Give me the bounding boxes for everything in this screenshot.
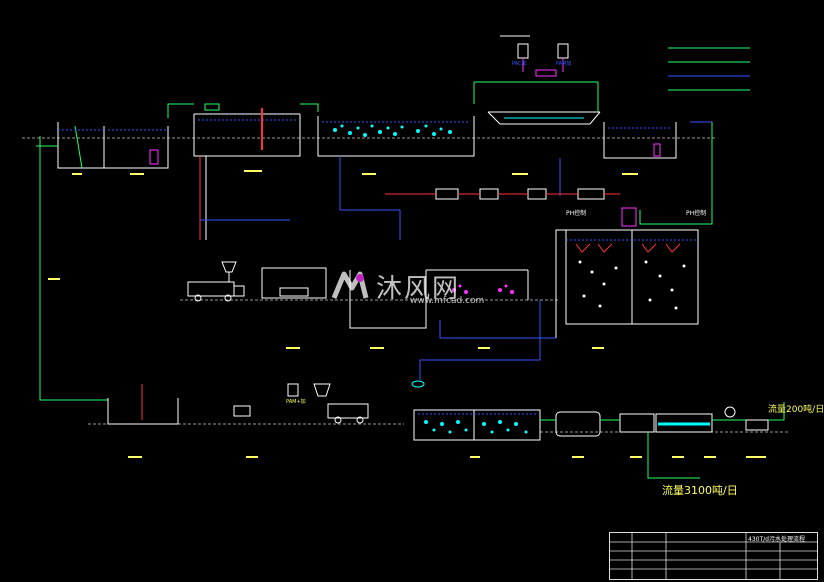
sludge-concentration-tank [107,383,331,425]
sludge-truck [187,261,245,302]
regulating-tank [193,103,301,240]
sludge-tank [349,269,529,329]
blue-pipes-middle [419,300,556,380]
reagent-chain [385,188,620,200]
title-block: 430T/d污水处理流程 [609,532,818,580]
legend [668,47,750,91]
blue-pipes-upper [200,156,561,240]
ph-control-left-label: PH控制 [566,210,587,217]
intermediate-tank [603,121,712,159]
dosing-tanks [474,35,598,83]
watermark-url: www.mfcad.com [410,296,485,306]
sludge-press [261,267,327,299]
ao-tank [411,380,541,441]
flow-200-label: 流量200吨/日 [768,405,824,415]
green-pipes-upper [36,82,713,401]
pam-dosing-label: PAM加 [556,61,572,67]
pam-dosing-bottom-label: PAM+加 [286,399,306,405]
callout-marks [48,170,766,458]
uasb-bubbles [578,260,686,310]
inlet-tank [57,122,169,169]
watermark: 沐风网 www.mfcad.com [330,268,490,312]
pac-dosing-label: PAC加 [512,61,527,67]
uasb-pipes [575,243,681,253]
ph-control-right-label: PH控制 [686,210,707,217]
sludge-truck-bottom [327,403,369,424]
outlet-pipes [540,402,785,479]
watermark-logo-icon [331,271,369,299]
watermark-brand: 沐风网 [376,274,461,304]
title-block-grid [610,533,817,579]
filter-tank [619,406,769,433]
ao-media [424,420,528,434]
drawing-title: 430T/d污水处理流程 [748,536,805,543]
uasb-reactor [555,207,699,338]
hydrolysis-media [333,124,452,137]
air-flotation-unit [487,111,601,125]
sludge-tank-aeration [452,284,514,294]
hydrolysis-tank [317,116,475,157]
secondary-settling-tank [555,411,601,437]
flow-3100-label: 流量3100吨/日 [662,484,738,497]
